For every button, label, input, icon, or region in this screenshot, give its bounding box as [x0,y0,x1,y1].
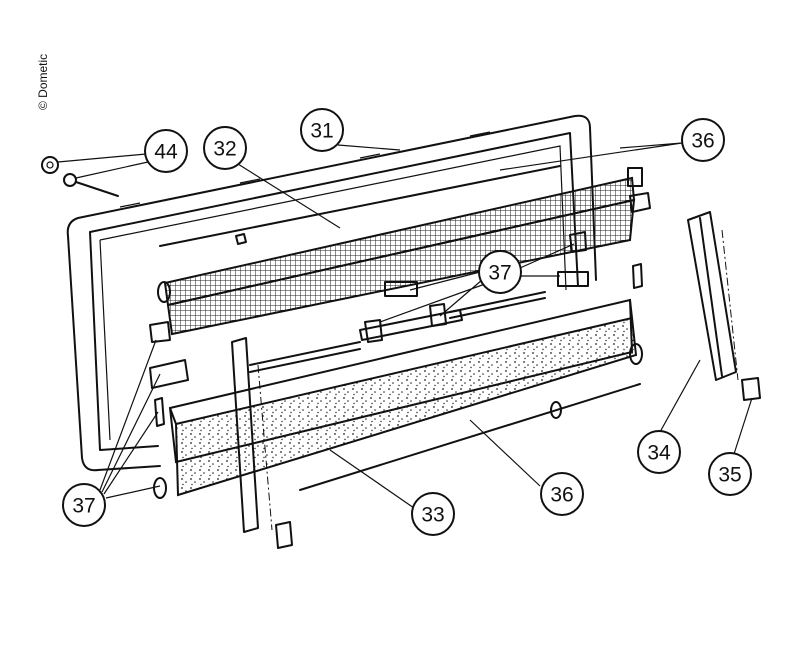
svg-text:37: 37 [488,262,511,285]
svg-text:36: 36 [691,130,714,153]
callout-31: 31 [300,108,344,152]
callout-36-top: 36 [681,118,725,162]
callout-35: 35 [708,452,752,496]
middle-clips [149,192,651,427]
callout-44: 44 [144,129,188,173]
svg-text:31: 31 [310,120,333,143]
insect-screen-roller-rod [159,165,561,247]
screw-and-cap [41,156,119,197]
callout-36-bottom: 36 [540,472,584,516]
svg-text:44: 44 [154,141,178,164]
callout-32: 32 [203,126,247,170]
svg-text:32: 32 [213,138,236,161]
window-frame [66,114,597,472]
leader-lines [57,142,753,509]
callout-37-middle: 37 [478,250,522,294]
insect-screen-roller [157,167,643,336]
svg-text:34: 34 [647,442,671,465]
svg-text:35: 35 [718,464,741,487]
callout-34: 34 [637,430,681,474]
callout-37-left: 37 [62,483,106,527]
blackout-blind-roller [153,298,643,499]
callout-33: 33 [411,492,455,536]
svg-text:37: 37 [72,495,95,518]
svg-text:36: 36 [550,484,573,507]
blind-spring-rod [299,383,641,491]
side-rail-right [687,211,761,401]
svg-text:33: 33 [421,504,444,527]
side-rail-left [231,337,293,549]
